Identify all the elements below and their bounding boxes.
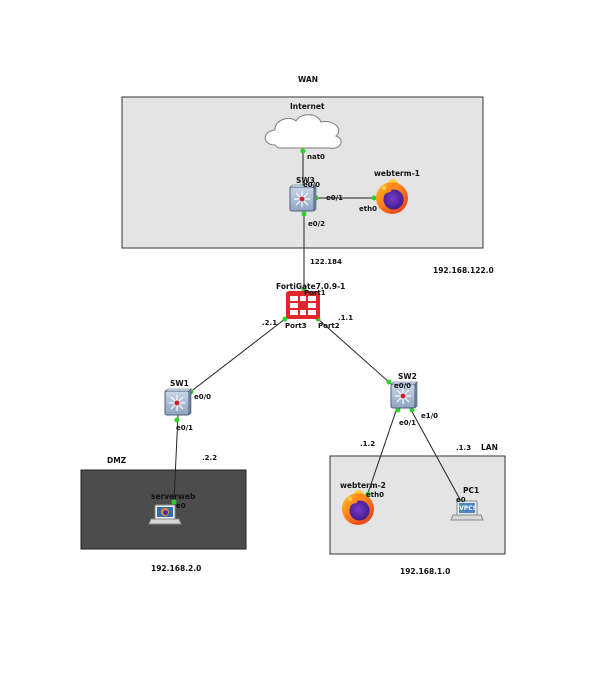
iface-webterm2-eth0: eth0 bbox=[366, 491, 384, 499]
internet-label: Internet bbox=[290, 102, 325, 111]
link-fortigate-sw2 bbox=[317, 318, 391, 384]
iface-internet-nat0: nat0 bbox=[307, 153, 325, 161]
pc1-badge: VPCS bbox=[459, 505, 477, 512]
iface-sw2-e1-0: e1/0 bbox=[421, 412, 438, 420]
wan-zone-label: WAN bbox=[298, 75, 318, 84]
lan-zone-label: LAN bbox=[481, 443, 498, 452]
sw2-label: SW2 bbox=[398, 372, 417, 381]
addr-pc1: .1.3 bbox=[456, 444, 471, 452]
iface-webterm1-eth0: eth0 bbox=[359, 205, 377, 213]
iface-sw3-e0-0: e0/0 bbox=[303, 181, 320, 189]
internet-node[interactable] bbox=[264, 114, 342, 149]
fortigate-label: FortiGate7.0.9-1 bbox=[276, 282, 345, 291]
switch-icon bbox=[164, 388, 192, 416]
sw1-label: SW1 bbox=[170, 379, 189, 388]
link-sw1-serverweb bbox=[173, 414, 179, 501]
iface-fg-port2: Port2 bbox=[318, 322, 340, 330]
iface-fg-port1: Port1 bbox=[304, 289, 326, 297]
dmz-zone-label: DMZ bbox=[107, 456, 127, 465]
addr-fg-wan: 122.184 bbox=[310, 258, 342, 266]
iface-fg-port3: Port3 bbox=[285, 322, 307, 330]
serverweb-label: serverweb bbox=[151, 492, 196, 501]
links bbox=[173, 149, 463, 504]
addr-fg-dmz: .2.1 bbox=[262, 319, 277, 327]
iface-pc1-e0: e0 bbox=[456, 496, 466, 504]
link-sw2-pc1 bbox=[409, 407, 463, 504]
sw1-node[interactable] bbox=[164, 388, 192, 416]
iface-sw1-e0-0: e0/0 bbox=[194, 393, 211, 401]
addr-webterm2: .1.2 bbox=[360, 440, 375, 448]
iface-sw1-e0-1: e0/1 bbox=[176, 424, 193, 432]
pc1-node[interactable]: VPCS bbox=[450, 500, 484, 521]
sw3-label: SW3 bbox=[296, 176, 315, 185]
link-fortigate-sw1 bbox=[188, 318, 286, 394]
addr-fg-lan: .1.1 bbox=[338, 314, 353, 322]
fortigate-icon bbox=[286, 291, 320, 319]
lan-subnet-label: 192.168.1.0 bbox=[400, 567, 450, 576]
iface-serverweb-e0: e0 bbox=[176, 502, 186, 510]
dmz-subnet-label: 192.168.2.0 bbox=[151, 564, 201, 573]
iface-sw3-e0-2: e0/2 bbox=[308, 220, 325, 228]
wan-subnet-label: 192.168.122.0 bbox=[433, 266, 494, 275]
iface-sw3-e0-1: e0/1 bbox=[326, 194, 343, 202]
iface-sw2-e0-1: e0/1 bbox=[399, 419, 416, 427]
fortigate-node[interactable] bbox=[286, 291, 320, 319]
link-sw2-webterm2 bbox=[367, 407, 398, 494]
cloud-icon bbox=[264, 114, 342, 149]
iface-sw2-e0-0: e0/0 bbox=[394, 382, 411, 390]
addr-serverweb: .2.2 bbox=[202, 454, 217, 462]
webterm2-label: webterm-2 bbox=[340, 481, 386, 490]
pc1-label: PC1 bbox=[463, 486, 479, 495]
webterm1-label: webterm-1 bbox=[374, 169, 420, 178]
